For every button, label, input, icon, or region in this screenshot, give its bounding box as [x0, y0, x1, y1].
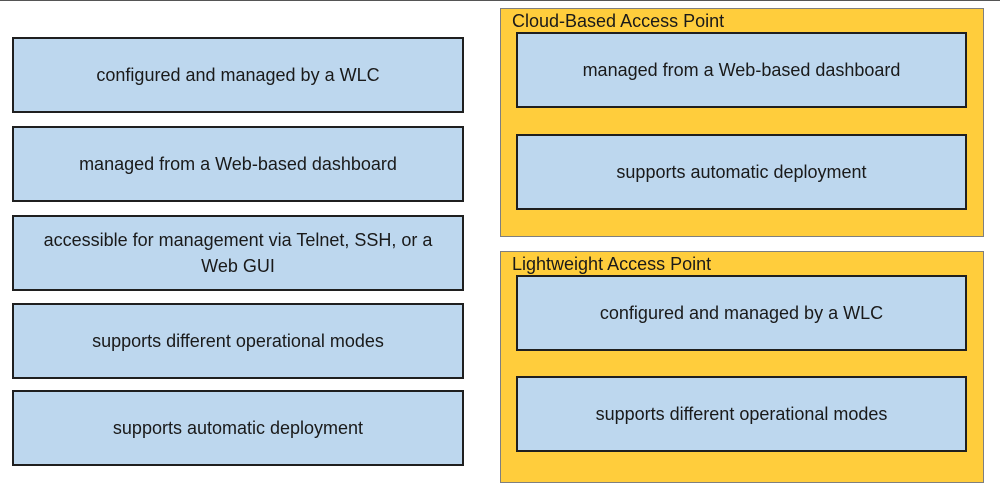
option-card-label: managed from a Web-based dashboard: [79, 154, 397, 174]
drop-zone-lightweight-ap[interactable]: Lightweight Access Point configured and …: [500, 251, 984, 483]
option-card-label: supports different operational modes: [92, 331, 384, 351]
placed-card-label: supports different operational modes: [595, 404, 888, 424]
placed-card-automatic-deployment[interactable]: supports automatic deployment: [516, 134, 967, 210]
option-card-label: accessible for management via Telnet, SS…: [43, 230, 433, 276]
top-divider: [0, 0, 1000, 1]
placed-card-operational-modes[interactable]: supports different operational modes: [516, 376, 967, 452]
option-card-web-dashboard[interactable]: managed from a Web-based dashboard: [12, 126, 464, 202]
placed-card-web-dashboard[interactable]: managed from a Web-based dashboard: [516, 32, 967, 108]
drop-zone-title: Cloud-Based Access Point: [512, 11, 725, 31]
placed-card-label: supports automatic deployment: [616, 162, 867, 182]
option-card-label: configured and managed by a WLC: [96, 65, 380, 85]
drop-zone-title: Lightweight Access Point: [512, 254, 712, 274]
option-card-label: supports automatic deployment: [112, 418, 364, 438]
drop-zone-cloud-based-ap[interactable]: Cloud-Based Access Point managed from a …: [500, 8, 984, 237]
placed-card-wlc[interactable]: configured and managed by a WLC: [516, 275, 967, 351]
option-card-wlc[interactable]: configured and managed by a WLC: [12, 37, 464, 113]
placed-card-label: configured and managed by a WLC: [599, 303, 884, 323]
placed-card-label: managed from a Web-based dashboard: [582, 60, 901, 80]
option-card-operational-modes[interactable]: supports different operational modes: [12, 303, 464, 379]
option-card-telnet-ssh[interactable]: accessible for management via Telnet, SS…: [12, 215, 464, 291]
option-card-automatic-deployment[interactable]: supports automatic deployment: [12, 390, 464, 466]
